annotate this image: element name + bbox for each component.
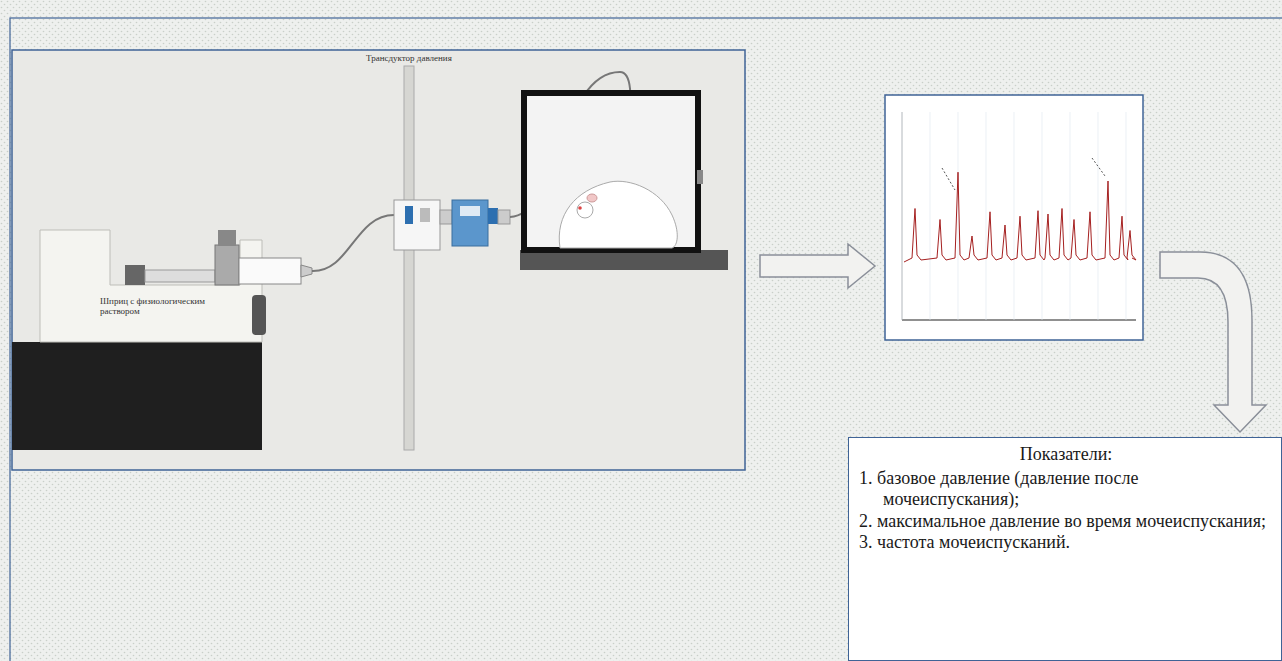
list-item: 2. максимальное давление во время мочеис…	[859, 511, 1273, 533]
cage-latch	[697, 170, 703, 184]
block-arrow	[760, 244, 875, 288]
pump-pusher	[125, 265, 145, 285]
syringe-clamp	[215, 245, 239, 285]
pump-knob	[252, 295, 266, 335]
rat-head	[577, 202, 593, 218]
setup-panel	[12, 50, 745, 470]
plunger	[145, 270, 215, 282]
cage	[524, 93, 698, 250]
syringe-tip	[301, 265, 312, 277]
connector	[498, 210, 510, 224]
rat-ear	[587, 194, 597, 202]
chart-panel	[885, 95, 1143, 340]
list-item: 3. частота мочеиспусканий.	[859, 532, 1273, 554]
connector	[440, 210, 452, 224]
syringe-pump	[40, 230, 262, 342]
outer-frame	[10, 18, 1282, 661]
indicators-box: Показатели:1. базовое давление (давление…	[848, 437, 1282, 661]
pressure-transducer	[394, 200, 440, 250]
syringe-barrel	[239, 258, 301, 284]
connector	[420, 208, 430, 222]
stopcock-window	[460, 206, 480, 216]
stopcock	[452, 200, 488, 246]
rat	[559, 181, 677, 248]
pressure-chart	[902, 112, 1136, 320]
list-item: 1. базовое давление (давление после моче…	[859, 468, 1273, 511]
stand-rod	[404, 66, 414, 450]
pump-base	[12, 342, 262, 450]
rat-eye	[578, 206, 582, 210]
syringe-label: Шприц с физиологическим раствором	[100, 296, 212, 317]
curved-arrow	[1160, 252, 1266, 432]
transducer-label: Трансдуктор давления	[366, 53, 456, 63]
box-heading: Показатели:	[859, 444, 1273, 466]
valve	[488, 208, 498, 224]
valve	[405, 206, 413, 224]
syringe-clamp-top	[218, 230, 236, 246]
tube	[312, 215, 394, 271]
